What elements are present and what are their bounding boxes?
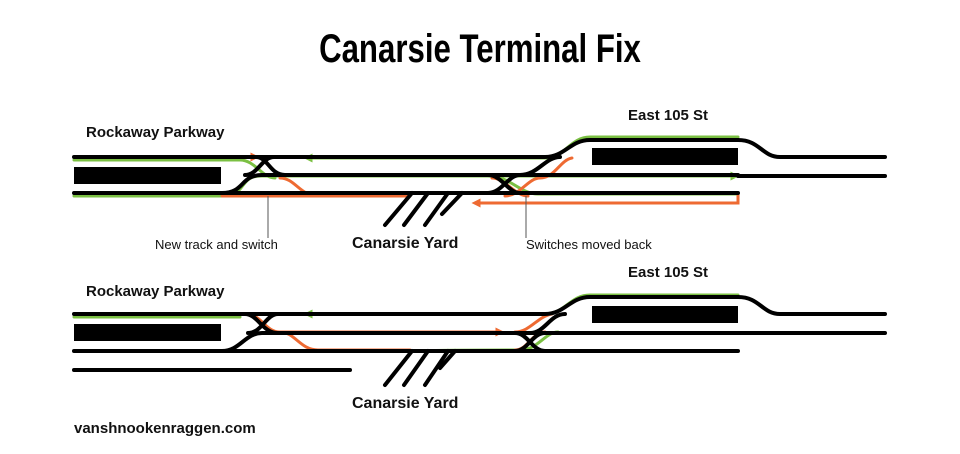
east105-platform-top	[592, 148, 738, 165]
black-tracks-top	[72, 138, 887, 227]
rockaway-parkway-label-top: Rockaway Parkway	[86, 124, 225, 141]
rockaway-parkway-label-bottom: Rockaway Parkway	[86, 283, 225, 300]
black-tracks-bottom	[72, 295, 887, 387]
rockaway-platform-top	[74, 167, 221, 184]
rockaway-platform-bottom	[74, 324, 221, 341]
east-105-st-label-bottom: East 105 St	[628, 264, 708, 281]
bottom-diagram: Rockaway Parkway East 105 St Canarsie Ya…	[72, 264, 887, 412]
annotation-new-track: New track and switch	[155, 237, 278, 252]
site-credit: vanshnookenraggen.com	[74, 420, 256, 437]
east105-platform-bottom	[592, 306, 738, 323]
page-title: Canarsie Terminal Fix	[319, 26, 641, 71]
canarsie-yard-label-bottom: Canarsie Yard	[352, 395, 458, 412]
east-105-st-label-top: East 105 St	[628, 107, 708, 124]
top-diagram: Rockaway Parkway East 105 St Canarsie Ya…	[72, 107, 887, 252]
green-route-top	[72, 135, 740, 198]
canarsie-yard-label-top: Canarsie Yard	[352, 235, 458, 252]
annotation-switches-moved: Switches moved back	[526, 237, 652, 252]
